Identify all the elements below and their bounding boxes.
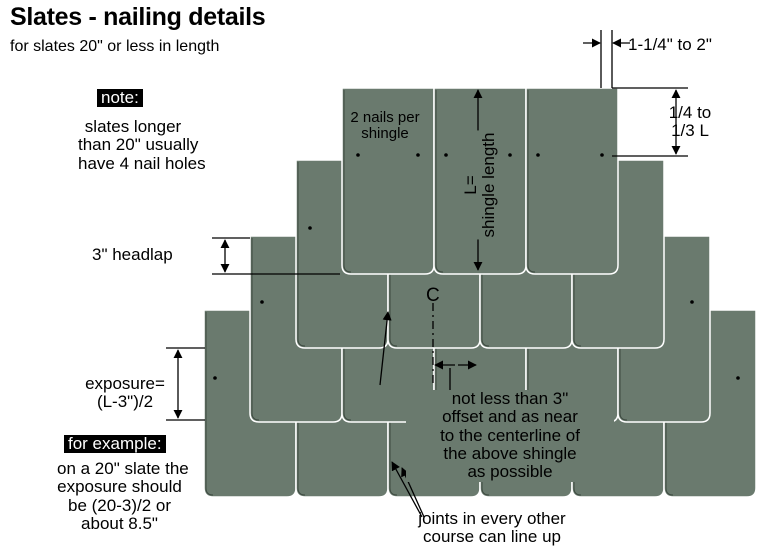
example-line: on a 20" slate the <box>57 459 189 478</box>
slate-shingle <box>525 87 619 275</box>
centerline-symbol: C <box>426 285 440 306</box>
joints-line: joints in every other <box>418 509 566 528</box>
offset-line: not less than 3" <box>451 389 569 408</box>
note-line: have 4 nail holes <box>78 153 206 173</box>
nail-hole <box>416 153 420 157</box>
example-badge: for example: <box>64 434 166 454</box>
nail-height-line: 1/3 L <box>671 121 709 141</box>
slate-edge-line <box>573 162 582 347</box>
page-title: Slates - nailing details <box>10 3 266 31</box>
slate-edge-line <box>343 238 352 421</box>
length-line: L= <box>461 175 481 195</box>
example-line: exposure should <box>57 477 182 497</box>
offset-line: the above shingle <box>443 444 577 464</box>
nail-hole <box>260 300 264 304</box>
joints-leader-left <box>391 461 423 518</box>
slate-edge-line <box>389 162 398 347</box>
offset-label: not less than 3" offset and as near to t… <box>406 389 614 482</box>
nail-hole <box>356 153 360 157</box>
offset-line: offset and as near <box>442 407 578 427</box>
slate-edge-line <box>527 90 536 273</box>
example-line: be (20-3)/2 or <box>68 495 171 515</box>
nail-hole <box>444 153 448 157</box>
slate-edge-line <box>205 312 214 496</box>
slate-edge-line <box>481 312 490 496</box>
joints-line: course can line up <box>423 527 561 547</box>
note-text: slates longer than 20" usually have 4 na… <box>78 117 206 173</box>
overlap-label: 1-1/4" to 2" <box>628 35 712 54</box>
exposure-label: exposure= (L-3")/2 <box>80 374 170 412</box>
nails-line: 2 nails per <box>350 109 420 126</box>
slate-edge-line <box>297 162 306 347</box>
dimension-lines <box>166 30 688 518</box>
nail-height-line: 1/4 to <box>668 103 712 122</box>
slate-edge-line <box>573 312 582 496</box>
page-subtitle: for slates 20" or less in length <box>10 38 220 55</box>
example-line: about 8.5" <box>81 514 158 534</box>
slate-edge-line <box>343 90 352 273</box>
slate-edge-line <box>481 162 490 347</box>
headlap-label: 3" headlap <box>92 245 173 264</box>
slate-edge-line <box>435 90 444 273</box>
length-line: shingle length <box>479 132 498 238</box>
nail-hole <box>508 153 512 157</box>
center-pointer <box>379 311 392 386</box>
slate-edge-line <box>665 312 674 496</box>
nail-hole <box>600 153 604 157</box>
nail-hole <box>308 226 312 230</box>
joints-label: joints in every other course can line up <box>397 509 587 547</box>
slate-edge-line <box>251 238 260 421</box>
nail-hole <box>690 300 694 304</box>
note-line: slates longer <box>84 117 182 136</box>
nail-hole <box>213 376 217 380</box>
nails-label: 2 nails per shingle <box>340 109 430 143</box>
offset-line: as possible <box>467 462 553 482</box>
slate-edge-line <box>619 238 628 421</box>
note-line: than 20" usually <box>78 135 199 155</box>
nail-height-label: 1/4 to 1/3 L <box>660 103 720 141</box>
example-text: on a 20" slate the exposure should be (2… <box>57 459 189 534</box>
slate-edge-line <box>297 312 306 496</box>
shingle-length-text: L=shingle length <box>461 130 498 240</box>
joints-leader-right <box>401 467 425 518</box>
exposure-line: exposure= <box>85 374 165 393</box>
nail-hole <box>736 376 740 380</box>
exposure-line: (L-3")/2 <box>96 392 154 412</box>
nails-line: shingle <box>361 125 409 143</box>
slate-edge-line <box>389 312 398 496</box>
note-badge: note: <box>97 88 143 108</box>
offset-line: to the centerline of <box>440 425 580 445</box>
nail-hole <box>536 153 540 157</box>
